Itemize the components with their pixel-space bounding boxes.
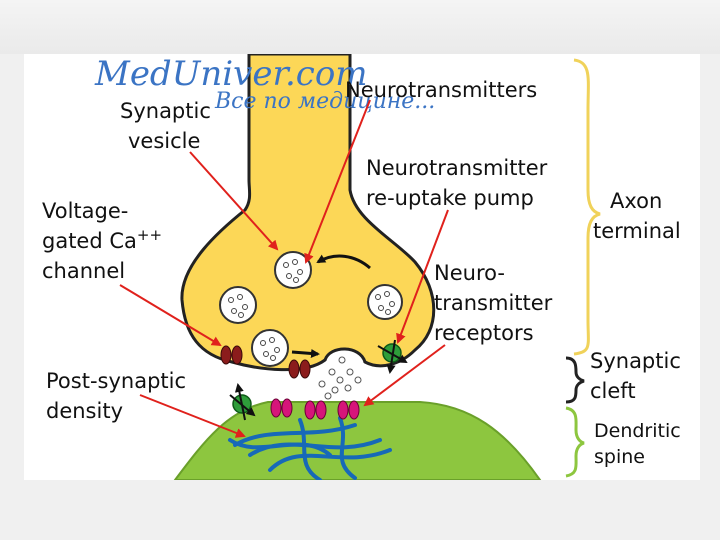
arrow-reuptake-pump — [396, 209, 449, 344]
label-reuptake-1: Neurotransmitter — [366, 156, 548, 180]
label-voltage-ca: gated Ca — [42, 229, 137, 253]
label-receptors-3: receptors — [434, 321, 534, 345]
synaptic-vesicle — [367, 284, 403, 320]
brace-synaptic-cleft — [565, 356, 585, 404]
voltage-gated-calcium-channels — [220, 345, 311, 379]
label-synaptic-vesicle-2: vesicle — [128, 129, 200, 153]
brace-dendritic-spine — [565, 406, 585, 478]
vesicle-movement-arrow — [291, 348, 320, 358]
label-synaptic-vesicle-1: Synaptic — [120, 99, 211, 123]
top-margin — [0, 0, 720, 54]
region-axon-1: Axon — [610, 189, 662, 213]
synaptic-vesicle — [251, 329, 289, 367]
label-reuptake-2: re-uptake pump — [366, 186, 534, 210]
label-neurotransmitters: Neurotransmitters — [345, 78, 537, 102]
region-cleft-2: cleft — [590, 379, 636, 403]
arrow-post-synaptic — [139, 394, 246, 438]
label-voltage-3: channel — [42, 259, 125, 283]
label-receptors-1: Neuro- — [434, 261, 505, 285]
region-spine-1: Dendritic — [594, 420, 681, 442]
dendritic-spine-shape — [173, 401, 542, 480]
pump-arrow — [386, 339, 396, 374]
pointer-arrows — [119, 99, 449, 438]
synaptic-vesicles — [219, 251, 403, 367]
brace-axon-terminal — [573, 58, 601, 356]
region-axon-2: terminal — [593, 219, 681, 243]
label-voltage-superscript: ++ — [137, 226, 162, 244]
synaptic-vesicle — [219, 286, 257, 324]
watermark-tagline: Все по медицине... — [214, 89, 435, 114]
label-post-synaptic-1: Post-synaptic — [46, 369, 186, 393]
region-cleft-1: Synaptic — [590, 349, 681, 373]
receptor-arrow — [234, 383, 246, 421]
exocytosis-pocket — [323, 347, 367, 363]
post-synaptic-density-filaments — [228, 416, 392, 480]
recycling-arrow — [316, 254, 371, 270]
label-receptors-2: transmitter — [434, 291, 553, 315]
label-voltage-2: gated Ca++ — [42, 226, 162, 253]
neurotransmitter-receptors — [270, 398, 360, 420]
synaptic-vesicle — [274, 251, 312, 289]
label-post-synaptic-2: density — [46, 399, 123, 423]
watermark-site: MedUniver.com — [94, 54, 368, 94]
arrow-receptors — [363, 344, 446, 407]
label-voltage-1: Voltage- — [42, 199, 128, 223]
region-spine-2: spine — [594, 446, 645, 468]
arrow-voltage-channel — [119, 284, 222, 347]
arrow-synaptic-vesicle — [189, 151, 279, 251]
released-neurotransmitters — [318, 356, 362, 400]
arrow-neurotransmitters — [304, 99, 371, 264]
